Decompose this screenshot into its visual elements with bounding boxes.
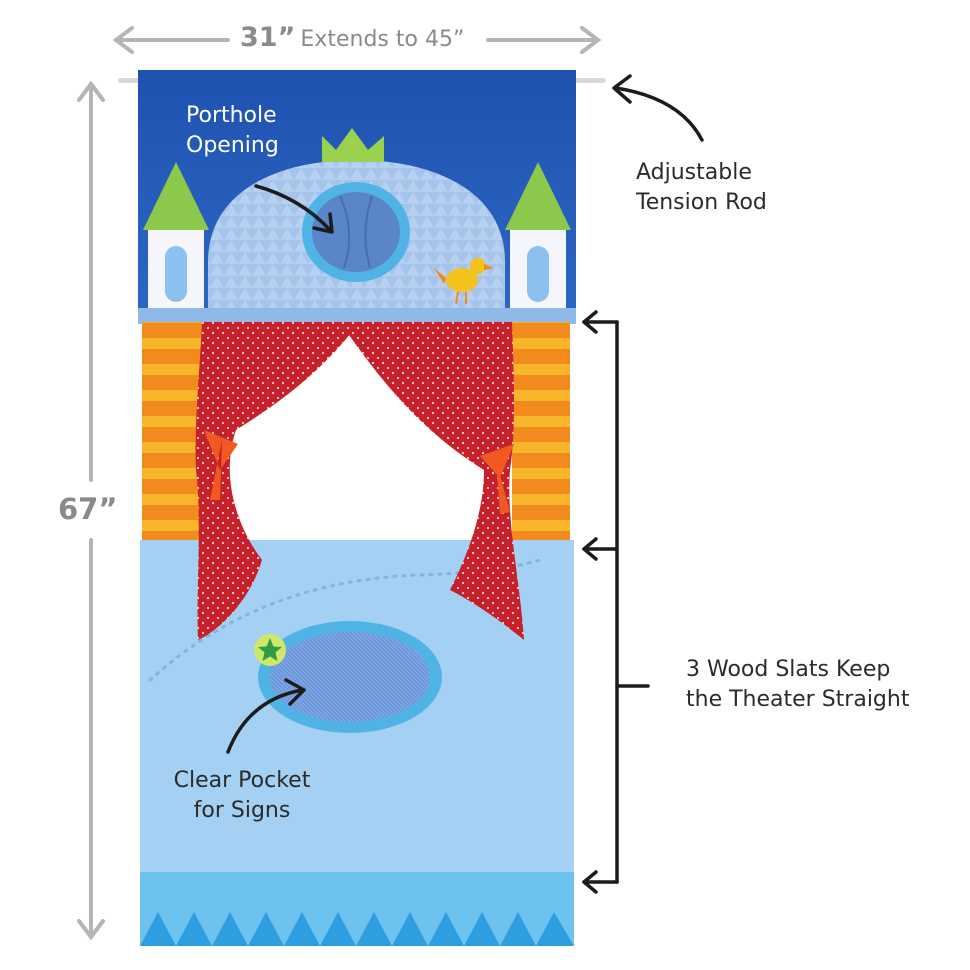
pocket-label-line1: Clear Pocket (173, 768, 311, 793)
slats-bracket (582, 310, 650, 894)
pocket-label-line2: for Signs (193, 798, 291, 823)
valance-band (138, 308, 576, 324)
left-tower (143, 162, 209, 310)
hem-triangles (140, 912, 574, 946)
height-dimension-label: 67” (58, 492, 118, 526)
height-dimension-arrow (77, 80, 105, 941)
bottom-hem (140, 872, 574, 946)
slats-label-line1: 3 Wood Slats Keep (686, 657, 891, 682)
porthole-callout-arrow (254, 184, 332, 232)
right-curtain (340, 322, 524, 640)
left-curtain (195, 322, 360, 640)
pocket-label: Clear Pocket for Signs (164, 766, 320, 826)
porthole-opening (312, 192, 400, 272)
crown-icon (322, 128, 384, 162)
pocket-callout-arrow (226, 688, 304, 754)
right-tower (505, 162, 571, 310)
rod-callout-arrow (614, 86, 704, 142)
width-dimension-arrow (112, 26, 602, 54)
star-icon (258, 638, 282, 661)
width-dimension-label: 31” Extends to 45” (240, 22, 464, 53)
width-value: 31” (240, 22, 296, 53)
porthole-label-line2: Opening (186, 133, 279, 158)
left-striped-panel (142, 322, 202, 544)
slats-label: 3 Wood Slats Keep the Theater Straight (686, 655, 909, 715)
rod-label-line1: Adjustable (636, 160, 752, 185)
right-striped-panel (512, 322, 570, 544)
porthole-label: Porthole Opening (186, 101, 279, 161)
rod-label-line2: Tension Rod (636, 190, 767, 215)
clear-pocket (270, 632, 430, 722)
width-extends: Extends to 45” (300, 27, 465, 52)
porthole-label-line1: Porthole (186, 103, 277, 128)
rod-label: Adjustable Tension Rod (636, 158, 767, 218)
slats-label-line2: the Theater Straight (686, 687, 910, 712)
bird-icon (434, 258, 494, 305)
